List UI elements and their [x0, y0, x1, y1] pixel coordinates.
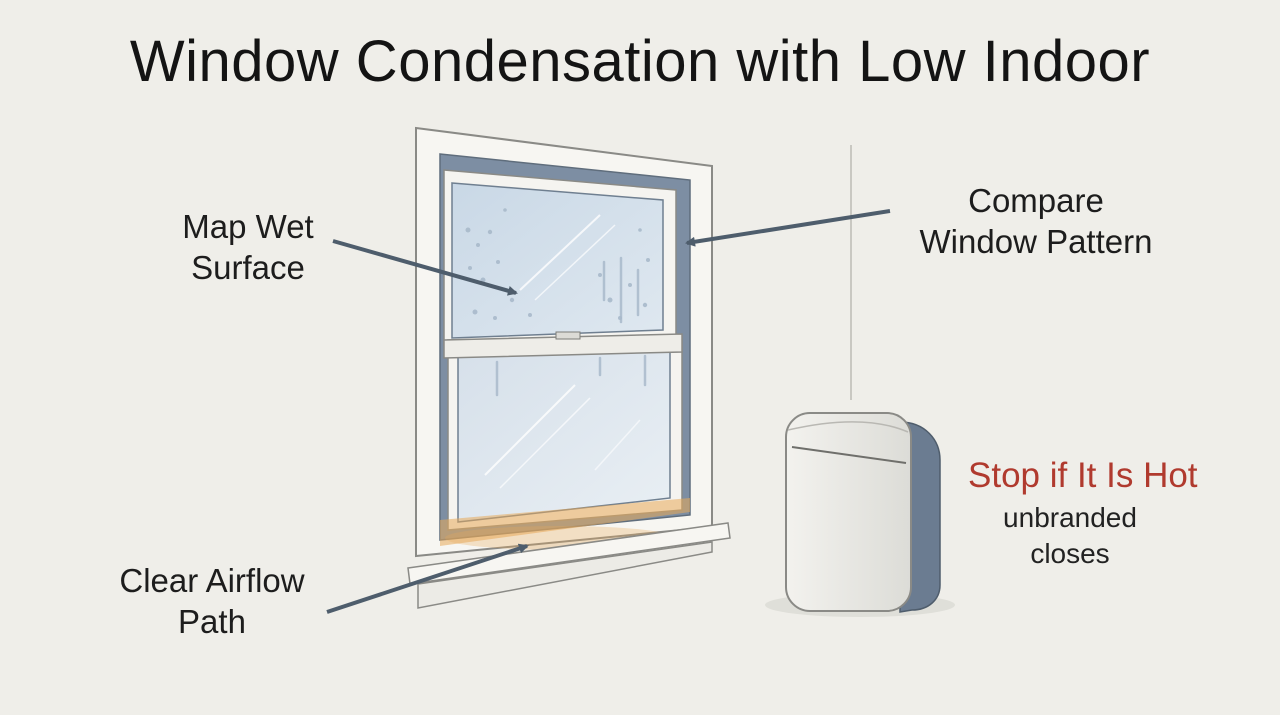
label-clear-airflow-path-line1: Clear Airflow — [119, 562, 305, 599]
warning-text: Stop if It Is Hot — [968, 456, 1198, 495]
label-map-wet-surface-line2: Surface — [191, 249, 305, 286]
arrow-icon-clear-airflow-path — [326, 543, 529, 614]
arrow-icon-map-wet-surface — [332, 239, 518, 296]
condensation-droplets — [465, 208, 650, 320]
air-purifier-illustration — [765, 412, 955, 617]
drip-streaks — [495, 256, 647, 397]
label-compare-window-pattern-line1: Compare — [968, 182, 1104, 219]
label-clear-airflow-path: Clear Airflow Path — [100, 560, 324, 642]
label-compare-window-pattern: Compare Window Pattern — [900, 180, 1172, 262]
arrow-icon-compare-window-pattern — [685, 209, 891, 247]
label-map-wet-surface-line1: Map Wet — [182, 208, 314, 245]
label-map-wet-surface: Map Wet Surface — [174, 206, 322, 288]
label-clear-airflow-path-line2: Path — [178, 603, 246, 640]
device-note-line1: unbranded — [1003, 502, 1137, 533]
window-illustration — [407, 126, 731, 609]
device-note: unbranded closes — [996, 500, 1144, 572]
diagram-title: Window Condensation with Low Indoor — [129, 29, 1151, 94]
label-compare-window-pattern-line2: Window Pattern — [919, 223, 1153, 260]
device-note-line2: closes — [1030, 538, 1110, 569]
